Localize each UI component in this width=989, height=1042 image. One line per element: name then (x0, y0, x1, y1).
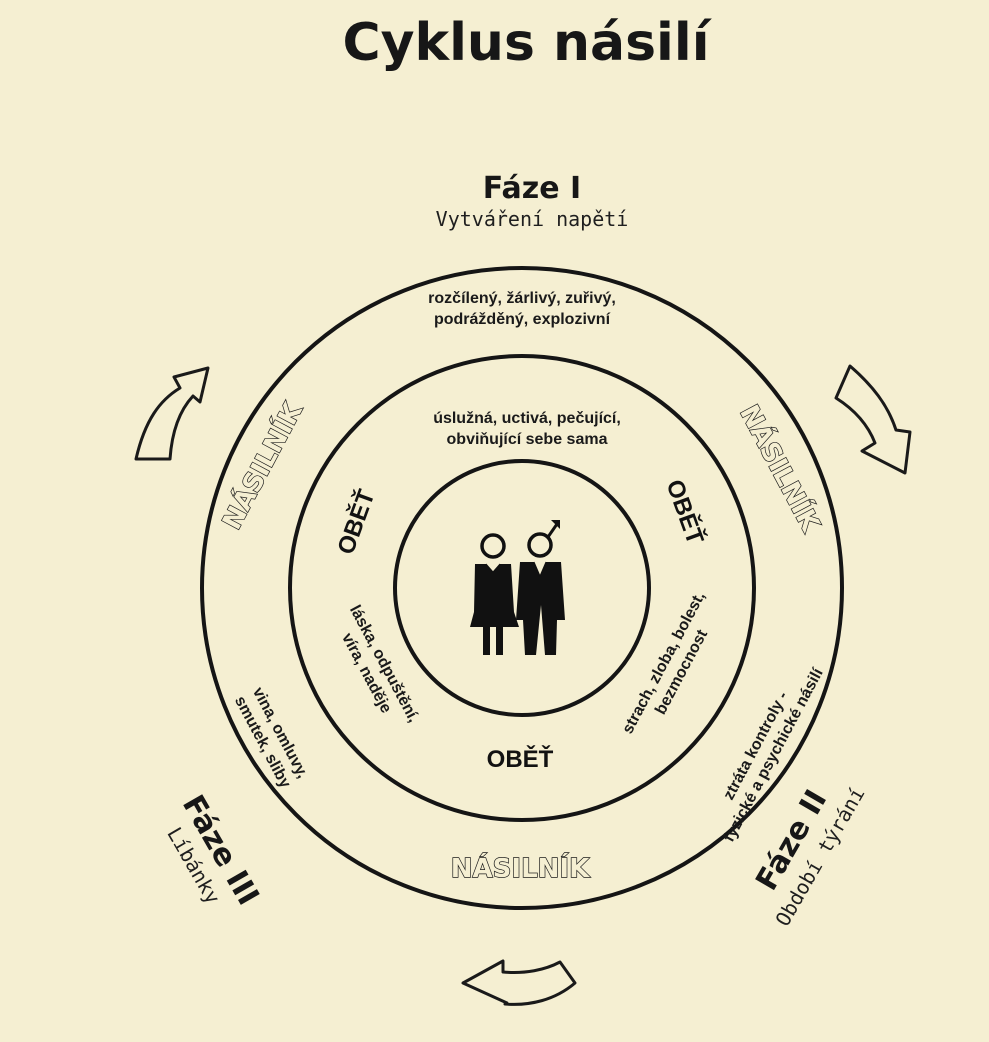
diagram-title: Cyklus násilí (342, 13, 712, 73)
abuser-label-left: NÁSILNÍK (215, 397, 309, 535)
inner-circle (393, 459, 651, 717)
cycle-arrow-top-left-icon (134, 366, 210, 461)
victim-label-left: OBĚŤ (331, 486, 380, 559)
cycle-arrow-bottom-icon (461, 959, 577, 1006)
phase-one-subtitle: Vytváření napětí (436, 207, 629, 231)
victim-label-bottom: OBĚŤ (487, 745, 554, 773)
cycle-arrow-right-icon (834, 364, 912, 475)
middle-circle (288, 354, 756, 822)
phase-one-title: Fáze I (483, 171, 581, 206)
outer-top-line-2: podrážděný, explozivní (434, 311, 611, 328)
female-figure-icon (470, 533, 519, 655)
male-figure-icon (516, 520, 565, 655)
abuser-label-right: NÁSILNÍK (733, 399, 827, 537)
outer-top-line-1: rozčílený, žárlivý, zuřivý, (428, 290, 616, 307)
abuser-label-bottom: NÁSILNÍK (451, 852, 590, 884)
middle-top-line-2: obviňující sebe sama (447, 431, 608, 448)
couple-figure (470, 520, 565, 655)
middle-top-line-1: úslužná, uctivá, pečující, (433, 410, 621, 427)
outer-circle (200, 266, 844, 910)
victim-label-right: OBĚŤ (660, 476, 709, 549)
